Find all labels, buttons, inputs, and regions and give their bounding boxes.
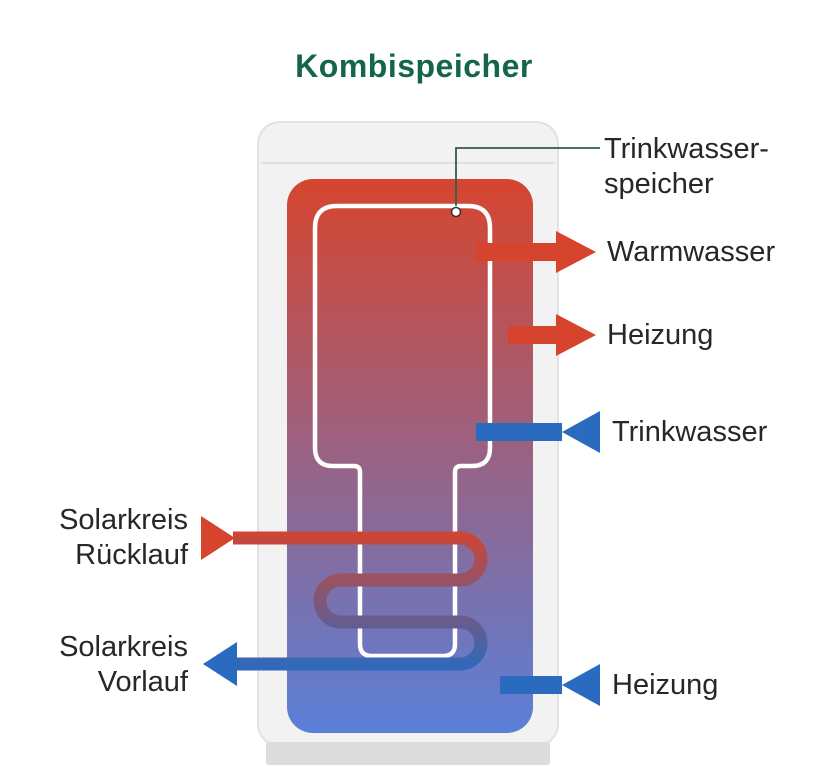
tank-base	[266, 742, 550, 765]
trinkwasser-arrow-bar	[476, 423, 562, 441]
label-trinkwasserspeicher-line2: speicher	[604, 168, 714, 200]
warmwasser-arrow-bar	[476, 243, 558, 261]
heizung-bottom-arrow-head	[562, 664, 600, 706]
solarkreis-ruecklauf-arrow-head	[201, 516, 235, 560]
heizung-top-arrow-bar	[508, 326, 558, 344]
diagram-title: Kombispeicher	[295, 48, 533, 84]
solar-coil	[233, 531, 488, 671]
label-solarkreis-ruecklauf: Solarkreis Rücklauf	[30, 503, 188, 573]
label-solarkreis-ruecklauf-line1: Solarkreis	[59, 504, 188, 536]
inner-tank-outline	[312, 203, 493, 659]
heizung-top-arrow-head	[556, 314, 596, 356]
trinkwasser-arrow-head	[562, 411, 600, 453]
label-heizung-bottom: Heizung	[612, 669, 719, 701]
pointer-line	[455, 147, 600, 206]
label-trinkwasserspeicher: Trinkwasser- speicher	[604, 132, 769, 202]
pointer-marker-dot	[450, 206, 462, 218]
heizung-bottom-arrow-bar	[500, 676, 562, 694]
solarkreis-vorlauf-arrow-head	[203, 642, 237, 686]
label-heizung-top: Heizung	[607, 319, 714, 351]
label-trinkwasser: Trinkwasser	[612, 416, 768, 448]
label-warmwasser: Warmwasser	[607, 236, 776, 268]
warmwasser-arrow-head	[556, 231, 596, 273]
label-solarkreis-ruecklauf-line2: Rücklauf	[75, 539, 188, 571]
label-solarkreis-vorlauf-line1: Solarkreis	[59, 631, 188, 663]
label-trinkwasserspeicher-line1: Trinkwasser-	[604, 133, 769, 165]
label-solarkreis-vorlauf: Solarkreis Vorlauf	[30, 630, 188, 700]
label-solarkreis-vorlauf-line2: Vorlauf	[97, 666, 188, 698]
tank-water-gradient	[287, 179, 533, 733]
